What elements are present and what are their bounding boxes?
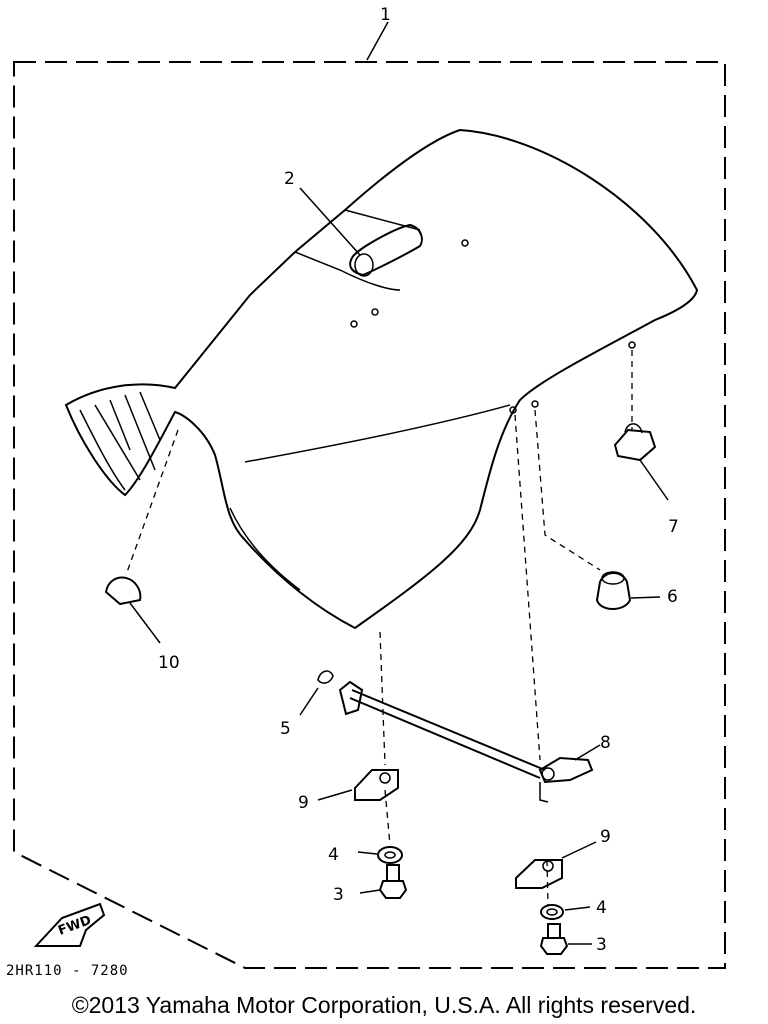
copyright-notice: ©2013 Yamaha Motor Corporation, U.S.A. A… — [71, 992, 697, 1018]
callout-3-right: 3 — [596, 935, 607, 955]
part-3-bolt-right: 3 — [539, 923, 607, 955]
callout-4-left: 4 — [328, 845, 339, 865]
callout-6: 6 — [667, 587, 678, 607]
fwd-label: FWD — [56, 913, 93, 939]
part-9-bracket-right: 9 — [515, 827, 611, 889]
part-3-bolt-left: 3 — [333, 864, 408, 905]
callout-8: 8 — [600, 733, 611, 753]
seat — [64, 128, 699, 630]
part-4-washer-left: 4 — [328, 845, 403, 865]
callout-3-left: 3 — [333, 885, 344, 905]
callout-1: 1 — [380, 5, 391, 25]
part-5-clip: 5 — [280, 670, 334, 739]
callout-5: 5 — [280, 719, 291, 739]
assembly-boundary — [13, 61, 726, 969]
part-9-bracket-left: 9 — [298, 769, 399, 813]
callout-9-right: 9 — [600, 827, 611, 847]
callout-9-left: 9 — [298, 793, 309, 813]
callout-2: 2 — [284, 169, 295, 189]
seat-exploded-diagram: 1 2 7 6 — [6, 5, 726, 979]
part-8-hinge-rod: 8 — [338, 680, 611, 803]
callout-10: 10 — [158, 653, 180, 673]
fwd-arrow-icon: FWD — [33, 902, 106, 947]
part-4-washer-right: 4 — [540, 898, 607, 920]
part-10-damper: 10 — [104, 429, 180, 673]
callout-7: 7 — [668, 517, 679, 537]
part-7-clip: 7 — [613, 350, 679, 537]
seat-strap — [349, 223, 423, 277]
callout-4-right: 4 — [596, 898, 607, 918]
part-6-damper: 6 — [534, 409, 678, 610]
diagram-part-code: 2HR110 - 7280 — [6, 963, 129, 979]
